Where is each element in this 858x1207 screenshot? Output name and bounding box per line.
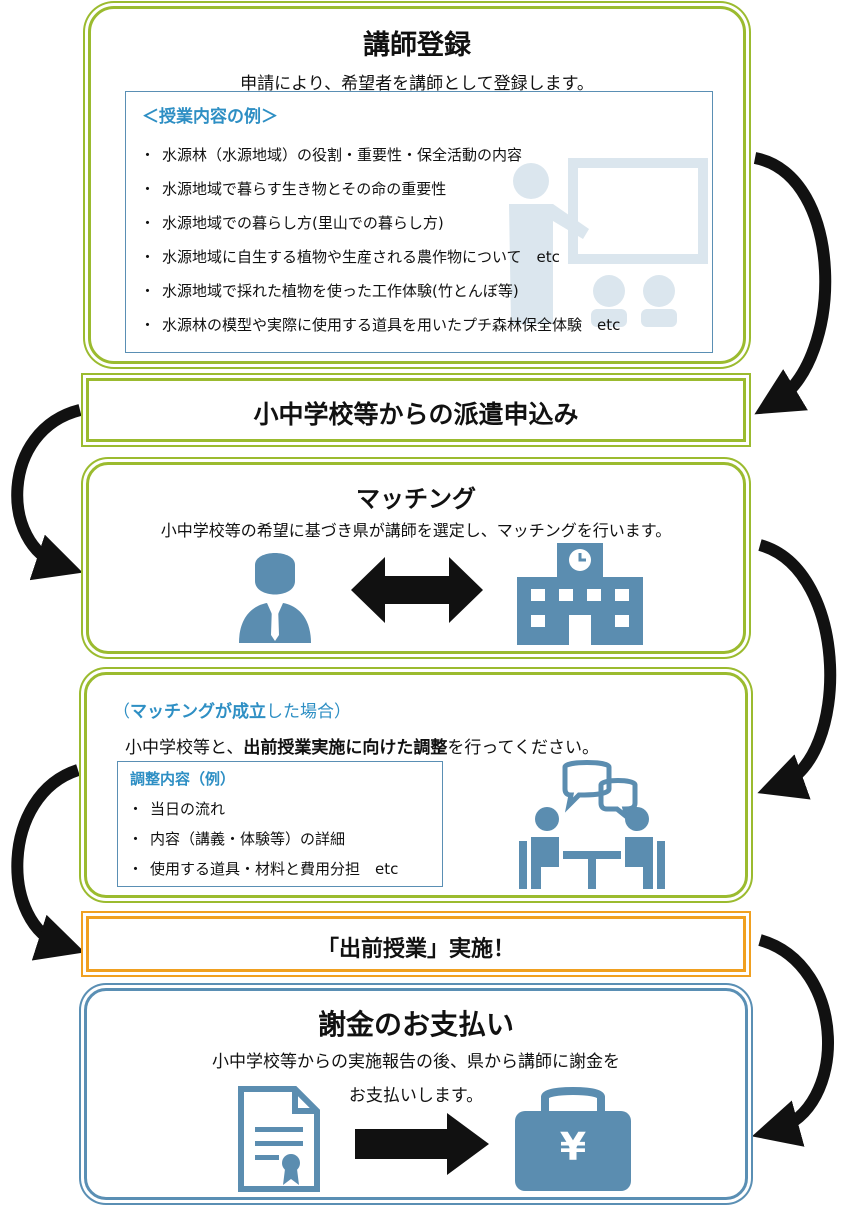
list-item: ・水源林（水源地域）の役割・重要性・保全活動の内容 xyxy=(140,146,523,164)
step6-line2: お支払いします。 xyxy=(348,1086,484,1106)
examples-panel: ＜授業内容の例＞ ・水源林（水源地域）の役割・重要性・保全活動の内容 ・水源地域… xyxy=(125,91,713,353)
coordination-items-panel: 調整内容（例） ・当日の流れ ・内容（講義・体験等）の詳細 ・使用する道具・材料… xyxy=(117,761,443,887)
meeting-discussion-icon xyxy=(519,760,665,889)
arrow-step5-to-step6 xyxy=(751,934,834,1147)
list-item: ・水源地域で暮らす生き物とその命の重要性 xyxy=(140,180,447,198)
list-item: ・使用する道具・材料と費用分担 etc xyxy=(128,860,399,878)
step5-title: 「出前授業」実施！ xyxy=(316,937,515,962)
arrow-step2-to-step3 xyxy=(11,404,83,581)
step4-coordination-box: （マッチングが成立した場合） 小中学校等と、出前授業実施に向けた調整を行ってくだ… xyxy=(84,672,748,898)
school-building-icon xyxy=(517,543,643,645)
double-arrow-icon xyxy=(351,557,483,623)
step1-description: 申請により、希望者を講師として登録します。 xyxy=(240,74,594,94)
list-item: ・水源地域での暮らし方(里山での暮らし方) xyxy=(140,214,444,232)
examples-title: ＜授業内容の例＞ xyxy=(142,107,278,127)
list-item: ・内容（講義・体験等）の詳細 xyxy=(128,830,346,848)
step6-title: 謝金のお支払い xyxy=(317,1008,514,1041)
step1-registration-box: 講師登録 申請により、希望者を講師として登録します。 ＜授業内容の例＞ ・水源林… xyxy=(88,6,746,364)
step4-description: 小中学校等と、出前授業実施に向けた調整を行ってください。 xyxy=(125,738,599,758)
coordination-items-title: 調整内容（例） xyxy=(130,770,236,788)
yen-symbol: ¥ xyxy=(559,1125,587,1169)
list-item: ・水源地域に自生する植物や生産される農作物について etc xyxy=(140,248,560,266)
report-document-icon xyxy=(238,1086,320,1192)
list-item: ・水源地域で採れた植物を使った工作体験(竹とんぼ等) xyxy=(140,282,519,300)
step6-payment-box: 謝金のお支払い 小中学校等からの実施報告の後、県から講師に謝金を お支払いします… xyxy=(84,988,748,1200)
arrow-step4-to-step5 xyxy=(11,764,85,961)
step3-matching-box: マッチング 小中学校等の希望に基づき県が講師を選定し、マッチングを行います。 xyxy=(86,462,746,654)
list-item: ・当日の流れ xyxy=(128,800,226,818)
step2-application-box: 小中学校等からの派遣申込み xyxy=(86,378,746,442)
step5-lesson-box: 「出前授業」実施！ xyxy=(86,916,746,972)
step3-description: 小中学校等の希望に基づき県が講師を選定し、マッチングを行います。 xyxy=(160,521,672,540)
step6-line1: 小中学校等からの実施報告の後、県から講師に謝金を xyxy=(212,1052,620,1072)
right-arrow-icon xyxy=(355,1113,489,1175)
arrow-step1-to-step2 xyxy=(753,152,832,415)
step4-condition: （マッチングが成立した場合） xyxy=(113,702,351,722)
step2-title: 小中学校等からの派遣申込み xyxy=(253,400,579,429)
arrow-step3-to-step4 xyxy=(757,539,837,800)
payment-wallet-icon: ¥ xyxy=(511,1085,635,1193)
step1-title: 講師登録 xyxy=(363,30,471,61)
step3-title: マッチング xyxy=(356,485,476,513)
lecturer-person-icon xyxy=(239,553,311,643)
teacher-whiteboard-icon xyxy=(509,158,708,327)
list-item: ・水源林の模型や実際に使用する道具を用いたプチ森林保全体験 etc xyxy=(140,316,621,334)
